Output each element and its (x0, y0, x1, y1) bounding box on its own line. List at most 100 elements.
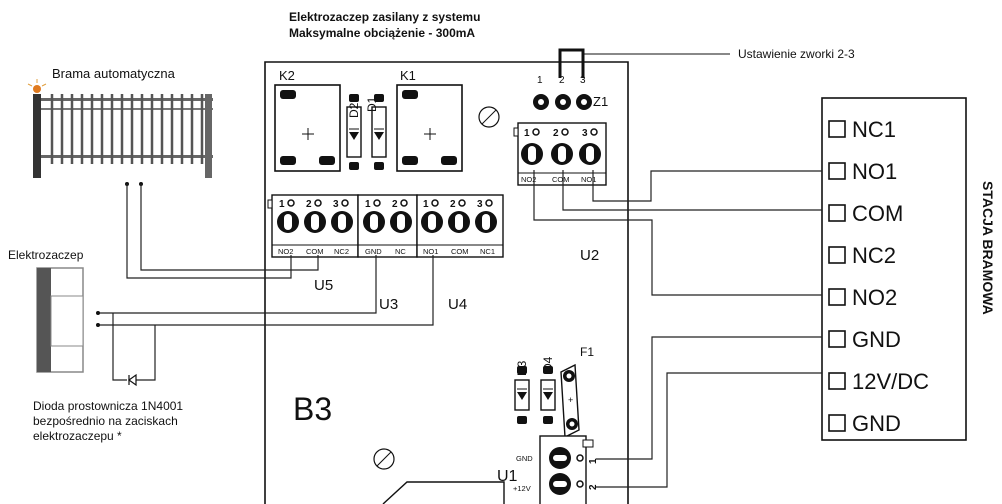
diode-d1-label: D1 (365, 96, 379, 112)
mounting-hole-top (478, 106, 500, 128)
u5-pin-1: 1 (279, 199, 285, 210)
diode-note-line-3: elektrozaczepu * (33, 429, 122, 443)
wire-diode-1 (112, 313, 127, 381)
terminal-nc1: NC1 (852, 117, 896, 142)
terminal-checkbox-no1 (828, 162, 846, 180)
terminal-com: COM (852, 201, 903, 226)
terminal-nc2: NC2 (852, 243, 896, 268)
terminal-gnd-1: GND (852, 327, 901, 352)
header-line-2: Maksymalne obciążenie - 300mA (289, 26, 475, 40)
u3-pin-1: 1 (365, 199, 371, 210)
wire-strike-1 (98, 255, 377, 314)
u3-pin-2: 2 (392, 199, 398, 210)
terminal-no1: NO1 (852, 159, 897, 184)
diode-note-line-2: bezpośrednio na zaciskach (33, 414, 178, 428)
z1-label: Z1 (593, 94, 608, 109)
u1-label-12v: +12V (513, 484, 531, 493)
relay-k2-label: K2 (279, 68, 295, 83)
gate-illustration (27, 79, 213, 186)
strike-diode (127, 373, 137, 387)
strike-label: Elektrozaczep (8, 248, 84, 262)
mounting-hole-bottom (373, 448, 395, 470)
u5-label-com: COM (306, 247, 324, 256)
wire-u2-com-to-com (562, 170, 822, 211)
u5-label-nc2: NC2 (334, 247, 349, 256)
z1-pin-2: 2 (559, 75, 565, 86)
jumper-z1 (533, 94, 592, 110)
terminal-checkbox-nc2 (828, 246, 846, 264)
diode-note-line-1: Dioda prostownicza 1N4001 (33, 399, 183, 413)
terminal-checkbox-gnd-1 (828, 330, 846, 348)
wiring (96, 170, 822, 488)
terminal-no2: NO2 (852, 285, 897, 310)
board-name: B3 (293, 391, 332, 427)
u1-pin-2: 2 (588, 484, 599, 490)
wire-12v-to-u1 (596, 372, 822, 488)
station-terminals (828, 120, 846, 432)
u5-label-no2: NO2 (278, 247, 293, 256)
u5-pin-3: 3 (333, 199, 339, 210)
u4-name: U4 (448, 296, 467, 313)
diode-d3-label: D3 (515, 360, 529, 376)
u4-pin-1: 1 (423, 199, 429, 210)
u3-label-gnd: GND (365, 247, 382, 256)
terminal-checkbox-no2 (828, 288, 846, 306)
z1-pin-3: 3 (580, 75, 586, 86)
u5-name: U5 (314, 277, 333, 294)
board-bottom-shape (382, 481, 505, 504)
fuse-f1 (560, 363, 580, 439)
connector-u1 (539, 435, 594, 504)
wire-strike-2 (98, 255, 434, 326)
u2-pin-2: 2 (553, 128, 559, 139)
connector-u3 (357, 194, 418, 258)
gate-label: Brama automatyczna (52, 66, 176, 81)
fuse-plus: + (568, 395, 573, 405)
u1-label-gnd: GND (516, 454, 533, 463)
u3-name: U3 (379, 296, 398, 313)
terminal-checkbox-com (828, 204, 846, 222)
jumper-bracket (558, 48, 585, 78)
terminal-gnd-2: GND (852, 411, 901, 436)
wire-gnd-to-u1 (596, 336, 822, 460)
terminal-checkbox-gnd-2 (828, 414, 846, 432)
wire-gate-1 (126, 184, 292, 279)
u4-label-com: COM (451, 247, 469, 256)
relay-k1-label: K1 (400, 68, 416, 83)
terminal-checkbox-nc1 (828, 120, 846, 138)
connector-u2 (513, 122, 607, 186)
wire-u2-no1-to-no1 (592, 170, 822, 202)
wire-u2-no2-to-no2 (533, 170, 822, 296)
u4-label-no1: NO1 (423, 247, 438, 256)
u2-label-no2: NO2 (521, 175, 536, 184)
u2-pin-3: 3 (582, 128, 588, 139)
fuse-f1-label: F1 (580, 345, 594, 359)
u4-label-nc1: NC1 (480, 247, 495, 256)
station-box (821, 97, 967, 441)
u4-pin-2: 2 (450, 199, 456, 210)
wire-diode-2 (136, 325, 156, 381)
u2-name: U2 (580, 247, 599, 264)
electric-strike (36, 267, 84, 373)
wire-gate-2 (140, 184, 319, 271)
station-title: STACJA BRAMOWA (980, 181, 996, 315)
u4-pin-3: 3 (477, 199, 483, 210)
connector-u5 (267, 194, 359, 258)
diode-d3 (514, 366, 530, 424)
diode-d1 (371, 94, 387, 170)
connector-u4 (416, 194, 504, 258)
board-outline (264, 61, 629, 504)
relay-k2 (274, 84, 341, 172)
u2-pin-1: 1 (524, 128, 530, 139)
terminal-checkbox-12v (828, 372, 846, 390)
diode-d2-label: D2 (347, 102, 361, 118)
diode-d4-label: D4 (541, 356, 555, 372)
u2-label-no1: NO1 (581, 175, 596, 184)
u1-pin-1: 1 (588, 458, 599, 464)
u1-name: U1 (497, 468, 518, 485)
u3-label-nc: NC (395, 247, 406, 256)
u5-pin-2: 2 (306, 199, 312, 210)
diode-d2 (346, 94, 362, 170)
u2-label-com: COM (552, 175, 570, 184)
jumper-note: Ustawienie zworki 2-3 (738, 47, 855, 61)
terminal-12v: 12V/DC (852, 369, 929, 394)
